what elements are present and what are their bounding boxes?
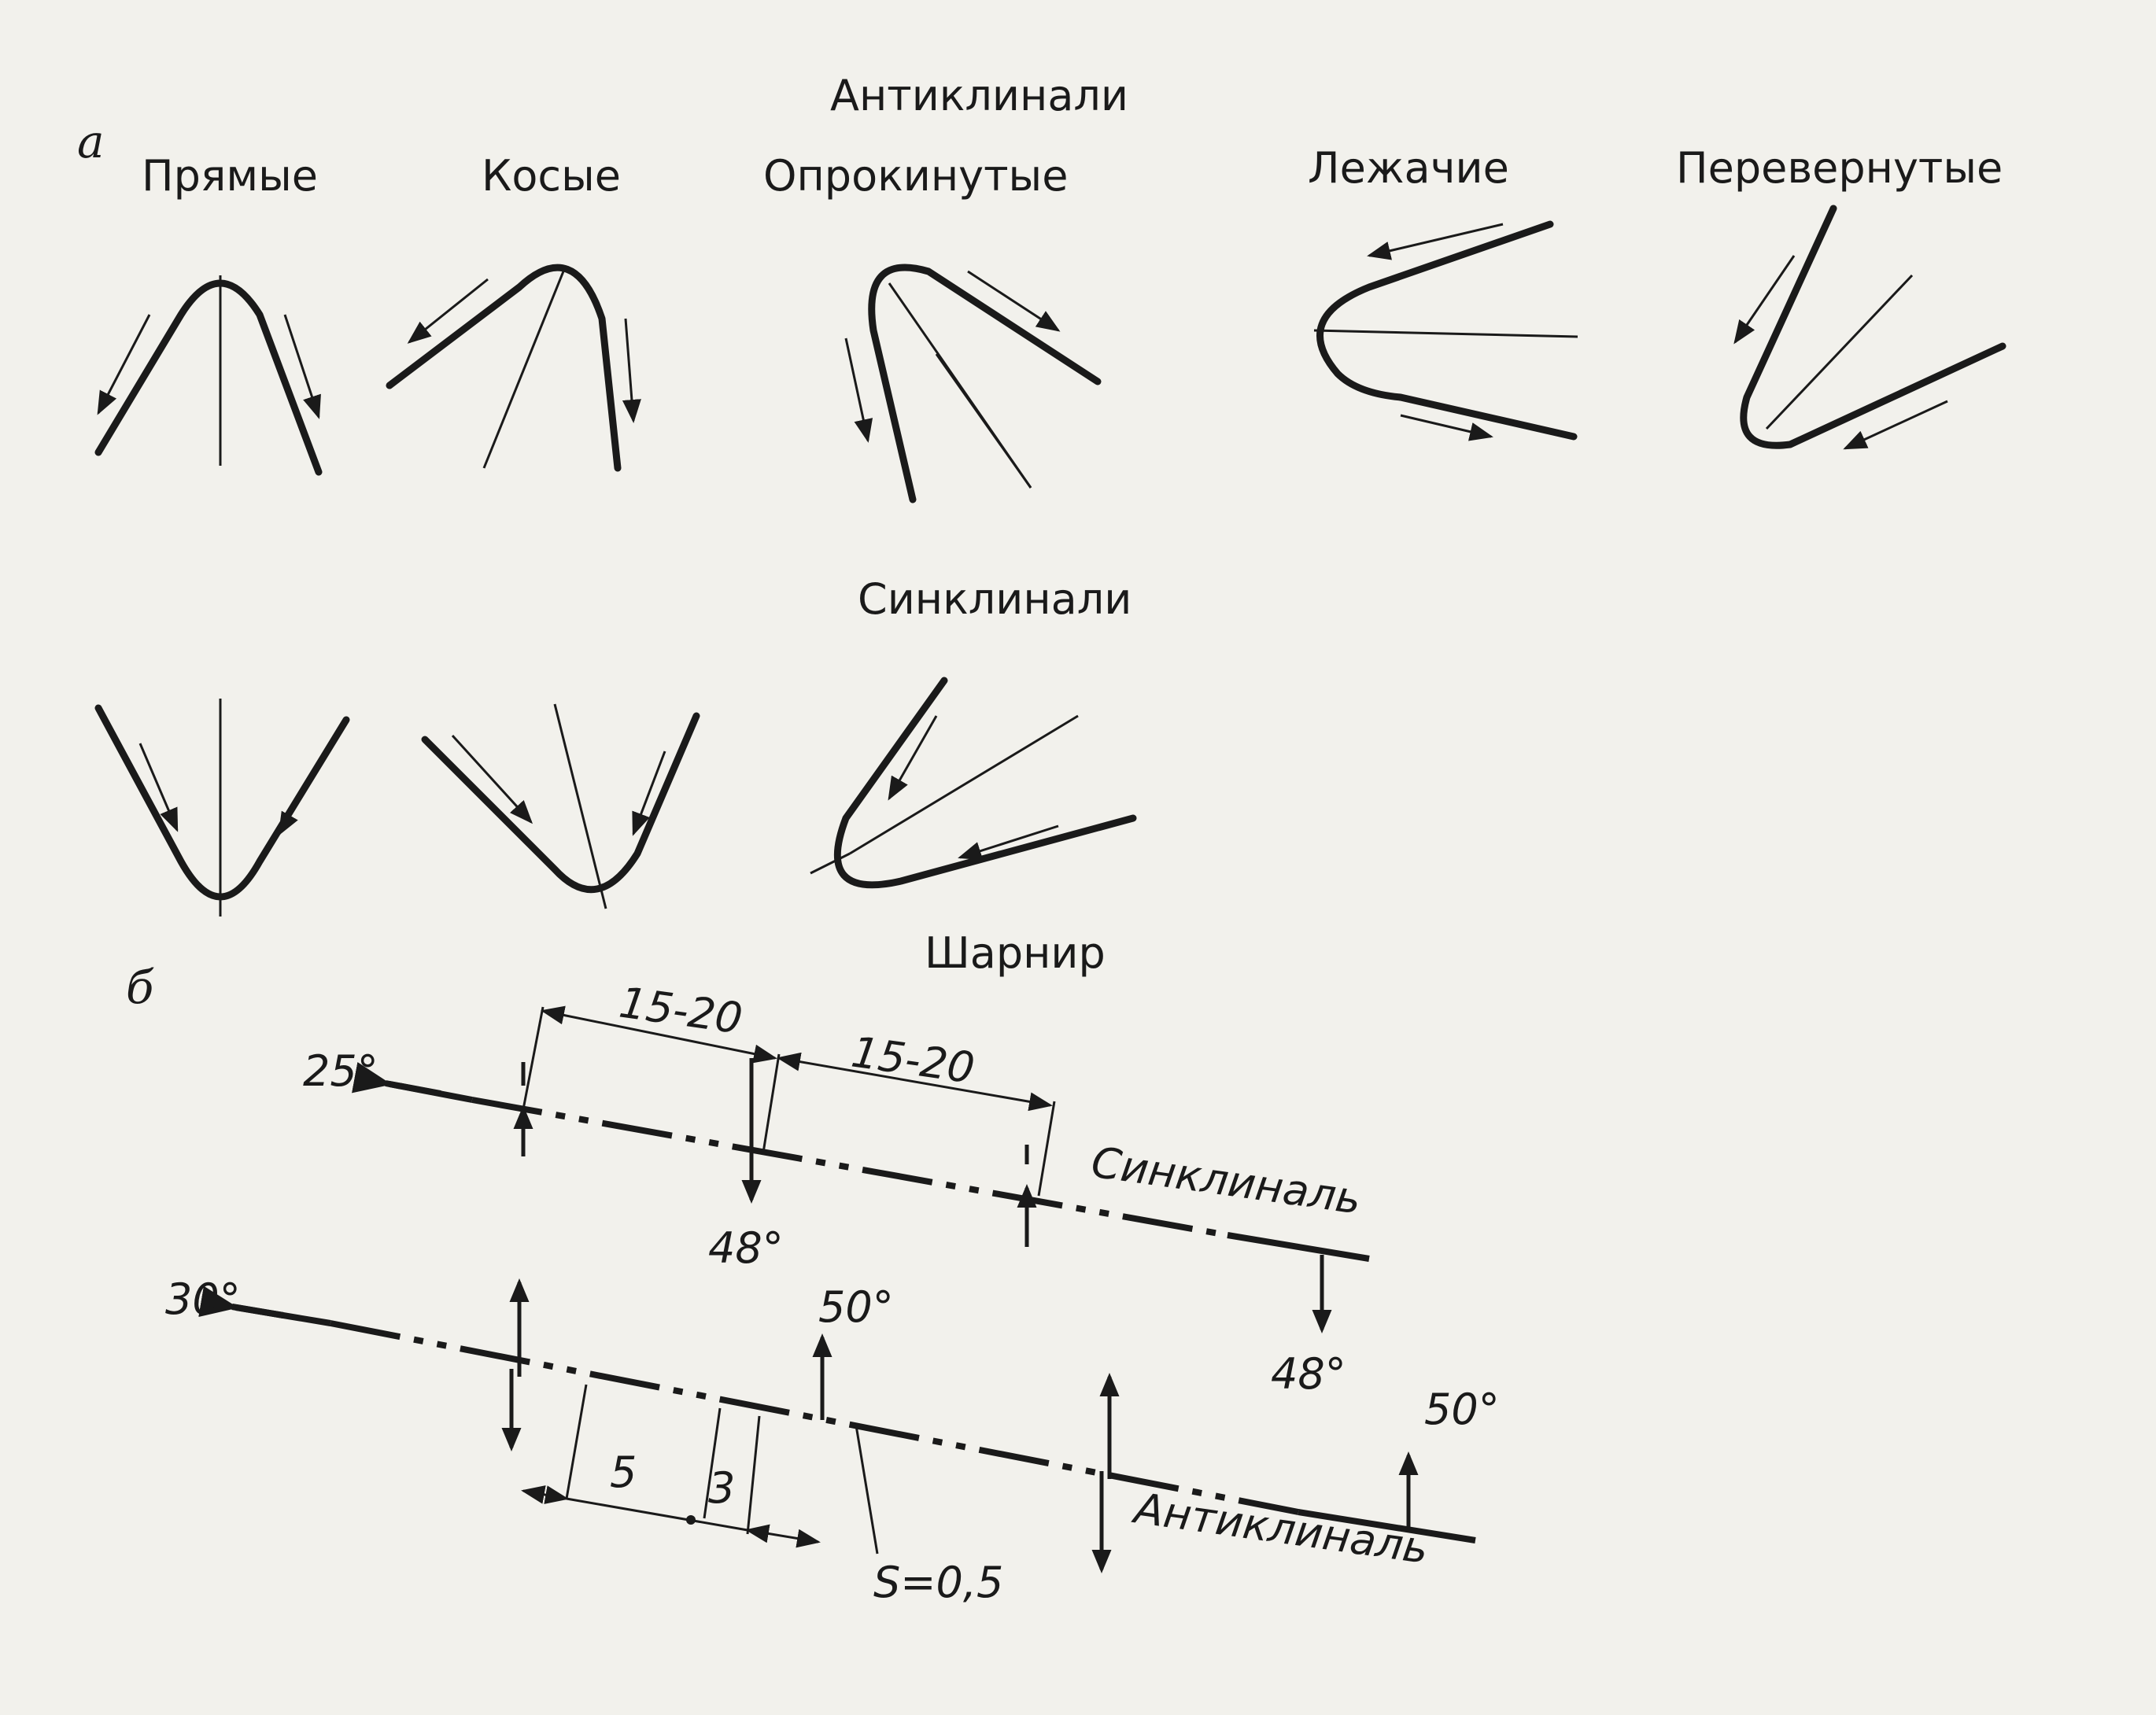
anticline-overturned-fold [844,264,1102,503]
anticlines-title: Антиклинали [830,71,1128,120]
anticline-recumbent-fold [1313,220,1578,441]
dimension-point [686,1515,696,1525]
syncline-dim-right: 15-20 [848,1027,977,1093]
anticline-plunge-angle: 30° [165,1274,241,1324]
syncline-overturned-fold [810,677,1137,889]
syncline-map-symbol: 15-20 15-20 25° 48° 48° Синклиналь [303,977,1370,1399]
dim-3-label: 3 [708,1463,735,1513]
anticline-map-symbol: 30° 50° 50° Антиклиналь 5 3 S=0,5 [165,1274,1500,1607]
anticline-label-overturned: Опрокинутые [763,151,1068,201]
syncline-label: Синклиналь [1088,1137,1364,1223]
section-a-letter: а [77,115,105,168]
syncline-dip-angle-1: 48° [708,1223,784,1273]
anticline-dip-angle-1: 50° [818,1282,894,1332]
section-b-letter: б [126,961,154,1014]
anticline-inclined-fold [386,264,641,472]
syncline-plunge-angle: 25° [303,1046,378,1096]
anticline-label: Антиклиналь [1129,1483,1431,1573]
anticline-inverted-fold [1733,205,2006,450]
hinge-label: Шарнир [925,928,1106,978]
syncline-upright-fold [94,699,350,917]
synclines-title: Синклинали [858,574,1132,624]
syncline-dip-angle-2: 48° [1271,1349,1346,1399]
thickness-label: S=0,5 [873,1558,1003,1607]
anticline-dip-angle-2: 50° [1424,1385,1500,1434]
anticline-upright-fold [94,275,323,476]
syncline-inclined-fold [421,703,700,909]
anticline-label-recumbent: Лежачие [1308,143,1509,193]
anticline-label-inverted: Перевернутые [1676,143,2003,193]
dim-5-label: 5 [610,1448,637,1497]
syncline-dim-left: 15-20 [616,977,745,1043]
anticline-label-upright: Прямые [142,151,318,201]
anticline-label-inclined: Косые [482,151,621,201]
